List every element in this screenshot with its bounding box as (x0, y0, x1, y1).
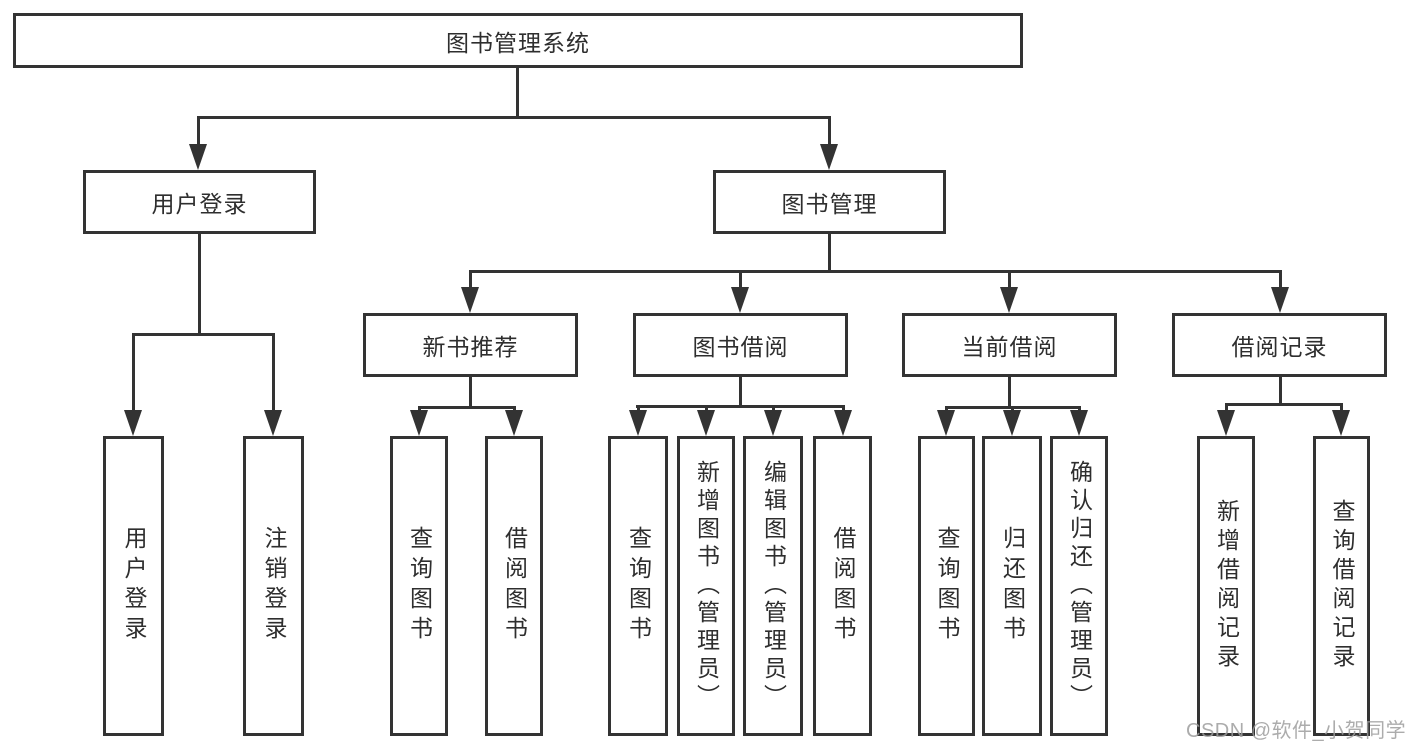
arrow-down-icon (461, 287, 479, 313)
leaf-add-book-admin: 新增图书（管理员） (677, 436, 735, 736)
arrow-down-icon (764, 410, 782, 436)
leaf-user-login: 用户登录 (103, 436, 164, 736)
connector-line (197, 116, 831, 119)
arrow-down-icon (410, 410, 428, 436)
connector-line (1279, 270, 1282, 290)
connector-line (828, 116, 831, 148)
connector-line (132, 333, 135, 412)
arrow-down-icon (1332, 410, 1350, 436)
leaf-query-books-borrow: 查询图书 (608, 436, 668, 736)
connector-line (1008, 270, 1011, 290)
node-library-system: 图书管理系统 (13, 13, 1023, 68)
arrow-down-icon (834, 410, 852, 436)
leaf-add-borrow-record: 新增借阅记录 (1197, 436, 1255, 736)
connector-line (516, 67, 519, 118)
arrow-down-icon (731, 287, 749, 313)
connector-line (469, 376, 472, 408)
connector-line (469, 270, 472, 290)
connector-line (705, 405, 708, 414)
connector-line (272, 333, 275, 412)
arrow-down-icon (937, 410, 955, 436)
arrow-down-icon (1003, 410, 1021, 436)
arrow-down-icon (505, 410, 523, 436)
leaf-edit-book-admin: 编辑图书（管理员） (743, 436, 803, 736)
arrow-down-icon (820, 144, 838, 170)
watermark: CSDN @软件_小贺同学 (1186, 720, 1405, 742)
node-new-book-recommend: 新书推荐 (363, 313, 578, 377)
arrow-down-icon (629, 410, 647, 436)
connector-line (828, 233, 831, 273)
leaf-query-borrow-record: 查询借阅记录 (1313, 436, 1370, 736)
node-book-management: 图书管理 (713, 170, 946, 234)
connector-line (132, 333, 275, 336)
arrow-down-icon (1217, 410, 1235, 436)
connector-line (739, 376, 742, 407)
leaf-borrow-books: 借阅图书 (813, 436, 872, 736)
connector-line (418, 406, 516, 409)
arrow-down-icon (1070, 410, 1088, 436)
arrow-down-icon (264, 410, 282, 436)
leaf-borrow-books-recommend: 借阅图书 (485, 436, 543, 736)
node-borrow-records: 借阅记录 (1172, 313, 1387, 377)
connector-line (739, 270, 742, 290)
connector-line (1279, 376, 1282, 405)
leaf-confirm-return-admin: 确认归还（管理员） (1050, 436, 1108, 736)
leaf-query-books-current: 查询图书 (918, 436, 975, 736)
connector-line (1225, 403, 1228, 414)
connector-line (1340, 403, 1343, 414)
arrow-down-icon (1000, 287, 1018, 313)
arrow-down-icon (124, 410, 142, 436)
connector-line (469, 270, 1282, 273)
connector-line (198, 233, 201, 336)
leaf-query-books-recommend: 查询图书 (390, 436, 448, 736)
connector-line (842, 405, 845, 414)
connector-line (772, 405, 775, 414)
connector-line (1225, 403, 1343, 406)
connector-line (197, 116, 200, 148)
leaf-return-books: 归还图书 (982, 436, 1042, 736)
node-user-login: 用户登录 (83, 170, 316, 234)
arrow-down-icon (1271, 287, 1289, 313)
arrow-down-icon (697, 410, 715, 436)
connector-line (1008, 376, 1011, 408)
leaf-logout: 注销登录 (243, 436, 304, 736)
node-current-borrow: 当前借阅 (902, 313, 1117, 377)
node-book-borrow: 图书借阅 (633, 313, 848, 377)
connector-line (636, 405, 845, 408)
connector-line (637, 405, 640, 414)
arrow-down-icon (189, 144, 207, 170)
